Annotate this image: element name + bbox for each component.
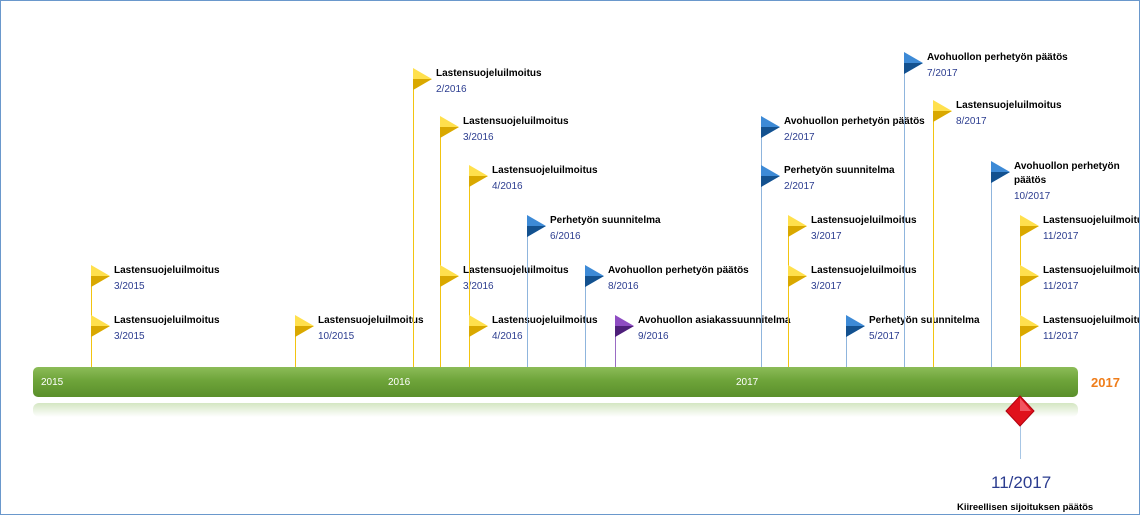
yellow-flag-icon: [788, 265, 807, 287]
event-title: Perhetyön suunnitelma: [869, 315, 980, 326]
event-stem: [469, 317, 470, 369]
event-title: Lastensuojeluilmoitus: [114, 315, 220, 326]
blue-flag-icon: [761, 165, 780, 187]
event-title: Lastensuojeluilmoitus: [492, 315, 598, 326]
event-date: 11/2017: [1043, 231, 1079, 242]
event-date: 3/2016: [463, 132, 494, 143]
event-date: 6/2016: [550, 231, 581, 242]
yellow-flag-icon: [440, 265, 459, 287]
event-stem: [788, 267, 789, 369]
yellow-flag-icon: [469, 165, 488, 187]
event-date: 4/2016: [492, 331, 523, 342]
event-title: Lastensuojeluilmoitus: [811, 215, 917, 226]
blue-flag-icon: [846, 315, 865, 337]
blue-flag-icon: [761, 116, 780, 138]
event-date: 3/2017: [811, 231, 842, 242]
event-stem: [615, 317, 616, 369]
event-date: 2/2017: [784, 181, 815, 192]
event-stem: [991, 163, 992, 369]
event-title: Lastensuojeluilmoitus: [318, 315, 424, 326]
event-stem: [933, 102, 934, 369]
yellow-flag-icon: [469, 315, 488, 337]
yellow-flag-icon: [413, 68, 432, 90]
event-title: Lastensuojeluilmoitus: [811, 265, 917, 276]
blue-flag-icon: [904, 52, 923, 74]
event-date: 7/2017: [927, 68, 958, 79]
tick-label-2015: 2015: [41, 377, 64, 388]
yellow-flag-icon: [440, 116, 459, 138]
blue-flag-icon: [527, 215, 546, 237]
event-stem: [1020, 317, 1021, 369]
event-date: 2/2017: [784, 132, 815, 143]
event-date: 2/2016: [436, 84, 467, 95]
yellow-flag-icon: [933, 100, 952, 122]
milestone-date: 11/2017: [991, 473, 1052, 492]
event-date: 8/2017: [956, 116, 987, 127]
event-title: Perhetyön suunnitelma: [550, 215, 661, 226]
event-title: Avohuollon perhetyön päätös: [784, 116, 925, 127]
event-date: 8/2016: [608, 281, 639, 292]
milestone-stem: [1020, 421, 1021, 459]
yellow-flag-icon: [1020, 315, 1039, 337]
event-title: Lastensuojeluilmoitus: [956, 100, 1062, 111]
event-title: Lastensuojeluilmoitus: [1043, 215, 1140, 226]
event-title-line2: päätös: [1014, 175, 1047, 186]
event-title: Lastensuojeluilmoitus: [114, 265, 220, 276]
timeline-bar-reflection: [33, 403, 1078, 417]
event-stem: [91, 317, 92, 369]
event-stem: [469, 167, 470, 369]
tick-label-2017: 2017: [736, 377, 759, 388]
yellow-flag-icon: [91, 265, 110, 287]
event-date: 11/2017: [1043, 331, 1079, 342]
event-title: Avohuollon perhetyön päätös: [927, 52, 1068, 63]
event-title: Lastensuojeluilmoitus: [492, 165, 598, 176]
event-stem: [413, 70, 414, 369]
event-stem: [295, 317, 296, 369]
event-stem: [527, 217, 528, 369]
event-date: 3/2017: [811, 281, 842, 292]
event-title: Lastensuojeluilmoitus: [463, 265, 569, 276]
event-stem: [440, 267, 441, 369]
yellow-flag-icon: [1020, 265, 1039, 287]
yellow-flag-icon: [1020, 215, 1039, 237]
event-title: Lastensuojeluilmoitus: [463, 116, 569, 127]
yellow-flag-icon: [295, 315, 314, 337]
tick-label-2016: 2016: [388, 377, 411, 388]
event-title: Perhetyön suunnitelma: [784, 165, 895, 176]
yellow-flag-icon: [91, 315, 110, 337]
event-title: Lastensuojeluilmoitus: [1043, 265, 1140, 276]
timeline-end-year: 2017: [1091, 375, 1120, 390]
event-date: 10/2017: [1014, 191, 1051, 202]
event-stem: [904, 54, 905, 369]
event-stem: [440, 118, 441, 369]
yellow-flag-icon: [788, 215, 807, 237]
event-stem: [846, 317, 847, 369]
red-diamond-icon: [1005, 395, 1035, 427]
event-stem: [585, 267, 586, 369]
event-title: Lastensuojeluilmoitus: [436, 68, 542, 79]
event-stem: [761, 167, 762, 369]
blue-flag-icon: [585, 265, 604, 287]
event-title: Avohuollon perhetyön päätös: [608, 265, 749, 276]
event-date: 11/2017: [1043, 281, 1079, 292]
timeline-bar: [33, 367, 1078, 397]
event-date: 3/2016: [463, 281, 494, 292]
event-date: 9/2016: [638, 331, 669, 342]
purple-flag-icon: [615, 315, 634, 337]
blue-flag-icon: [991, 161, 1010, 183]
event-title: Avohuollon asiakassuunnitelma: [638, 315, 791, 326]
event-title: Avohuollon perhetyön: [1014, 161, 1120, 172]
event-date: 3/2015: [114, 281, 145, 292]
event-date: 10/2015: [318, 331, 355, 342]
event-title: Lastensuojeluilmoitus: [1043, 315, 1140, 326]
event-date: 3/2015: [114, 331, 145, 342]
event-date: 4/2016: [492, 181, 523, 192]
event-date: 5/2017: [869, 331, 900, 342]
milestone-label: Kiireellisen sijoituksen päätös: [957, 502, 1094, 513]
